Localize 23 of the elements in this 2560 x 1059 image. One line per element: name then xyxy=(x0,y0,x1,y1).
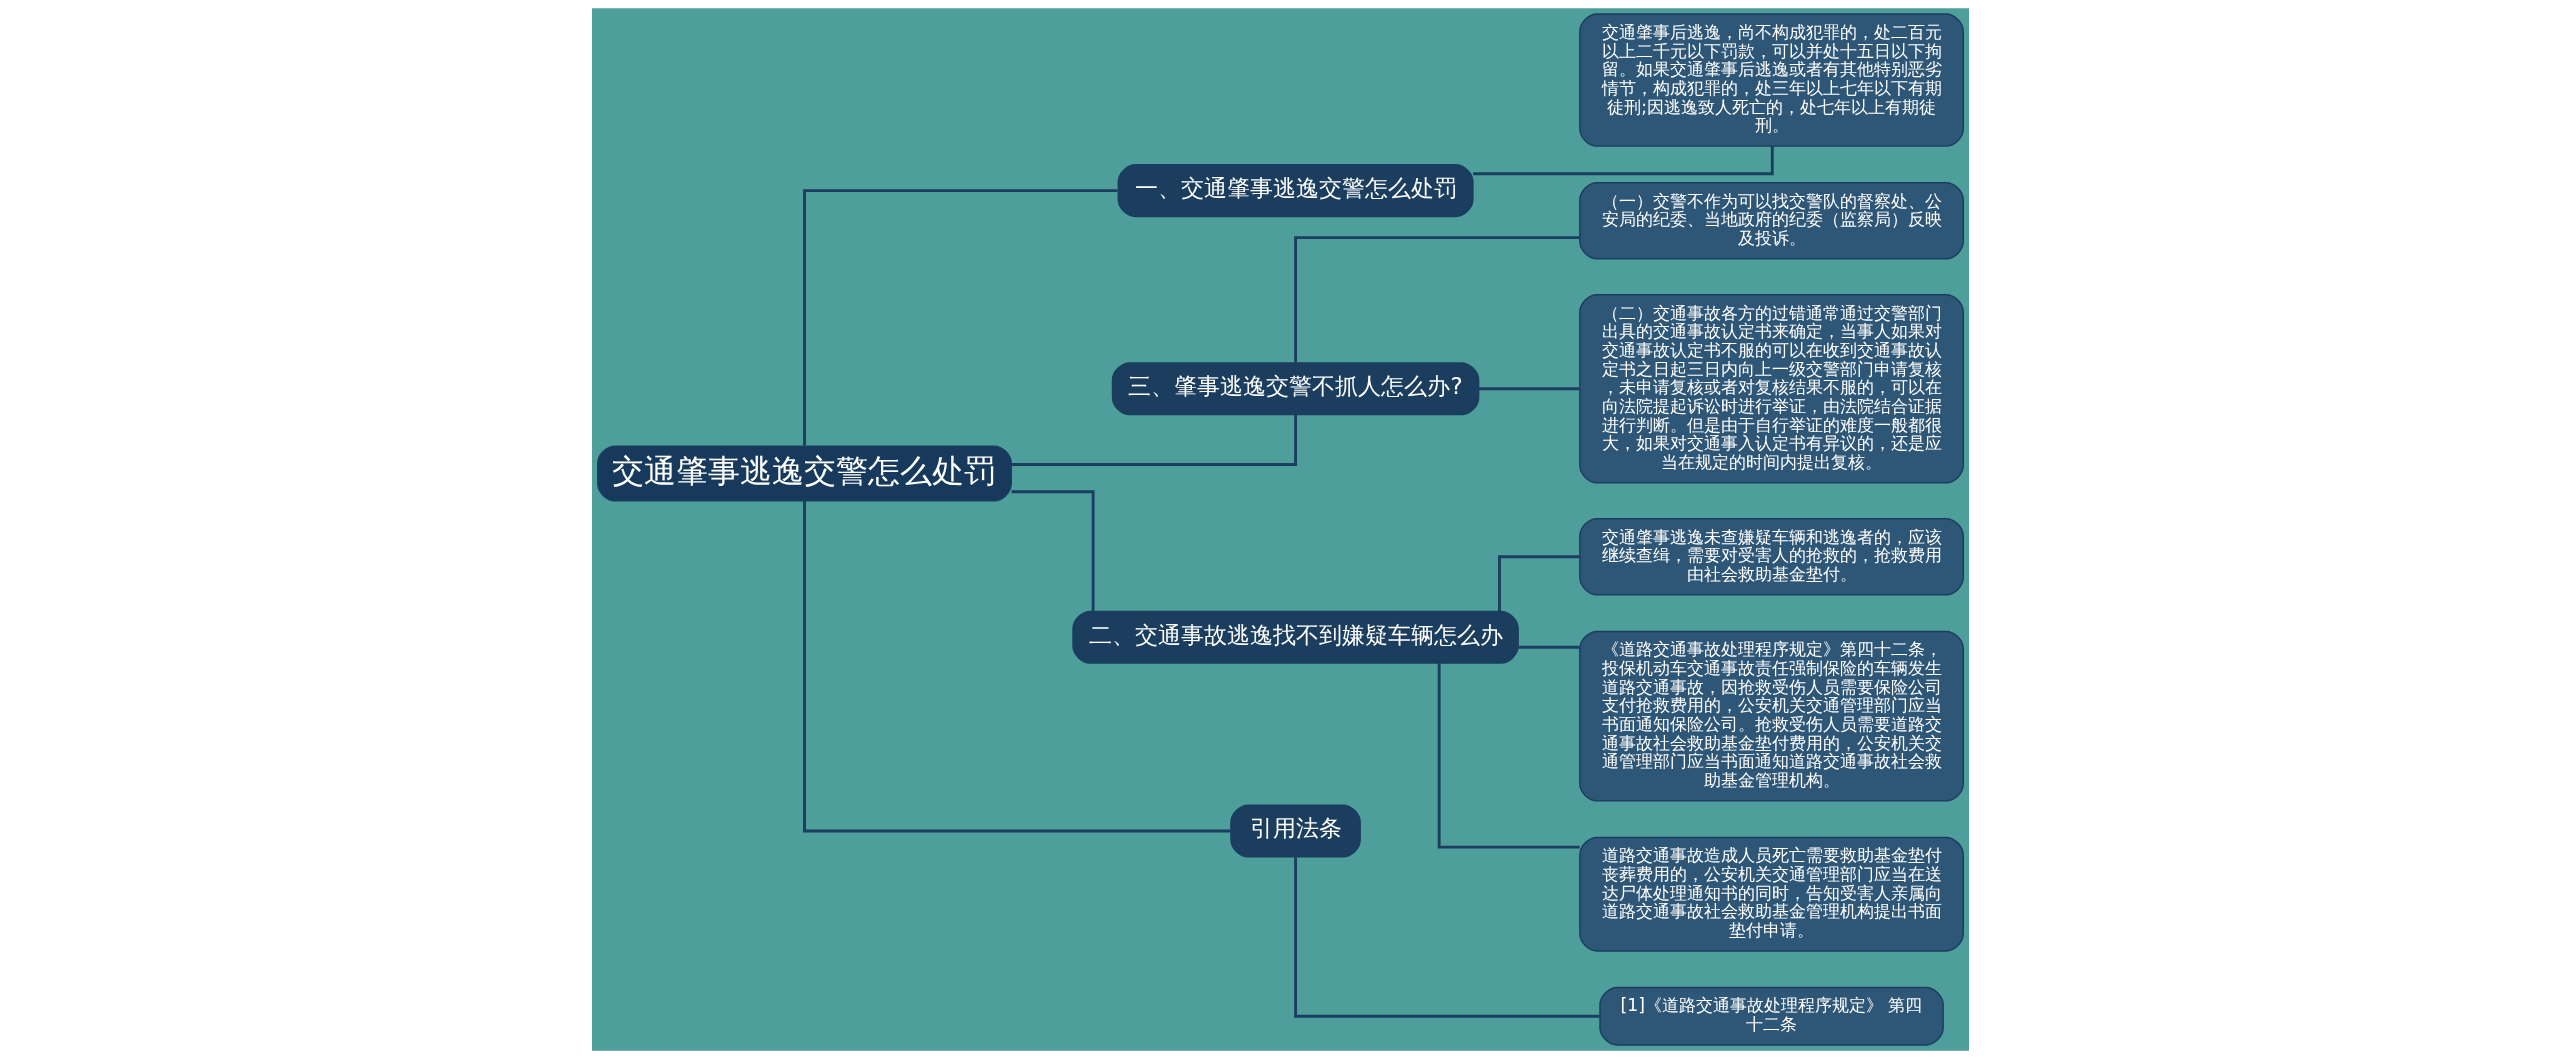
node-box: 二、交通事故逃逸找不到嫌疑车辆怎么办 xyxy=(1071,610,1519,664)
node-box: 引用法条 xyxy=(1229,804,1361,858)
connector xyxy=(802,500,1231,833)
connector xyxy=(1478,387,1580,391)
node-box: 一、交通肇事逃逸交警怎么处罚 xyxy=(1117,164,1474,218)
node-box: 《道路交通事故处理程序规定》第四十二条，投保机动车交通事故责任强制保险的车辆发生道路交通事故，因抢救受伤人员需要保险公司支付抢救费用的，公安机关交通管理部门应当书面通知保险公司。抢救受伤人员需要道路交通事故社会救助基金垫付费用的，公安机关交通管理部门应当书面通知道路交通事故社会救助基金管理机构。 xyxy=(1578,630,1964,802)
connector xyxy=(1293,236,1579,363)
node-box: [1]《道路交通事故处理程序规定》 第四十二条 xyxy=(1598,986,1944,1046)
node-box: 道路交通事故造成人员死亡需要救助基金垫付丧葬费用的，公安机关交通管理部门应当在送达尸体处理通知书的同时，告知受害人亲属向道路交通事故社会救助基金管理机构提出书面垫付申请。 xyxy=(1578,836,1964,952)
connector xyxy=(1517,645,1580,649)
node-box: （一）交警不作为可以找交警队的督察处、公安局的纪委、当地政府的纪委（监察局）反映及投诉。 xyxy=(1578,182,1964,260)
node-box: 三、肇事逃逸交警不抓人怎么办? xyxy=(1111,362,1479,416)
node-box: 交通肇事逃逸未查嫌疑车辆和逃逸者的，应该继续查缉，需要对受害人的抢救的，抢救费用由社会救助基金垫付。 xyxy=(1578,518,1964,596)
node-box: 交通肇事逃逸交警怎么处罚 xyxy=(596,445,1012,502)
connector xyxy=(1011,490,1095,612)
node-box: （二）交通事故各方的过错通常通过交警部门出具的交通事故认定书来确定，当事人如果对交通事故认定书不服的可以在收到交通事故认定书之日起三日内向上一级交警部门申请复核，未申请复核或者对复核结果不服的，可以在向法院提起诉讼时进行举证，由法院结合证据进行判断。但是由于自行举证的难度一般都很大，如果对交通事入认定书有异议的，还是应当在规定的时间内提出复核。 xyxy=(1578,294,1964,484)
connector xyxy=(1293,857,1600,1018)
connector xyxy=(1472,146,1774,176)
node-box: 交通肇事后逃逸，尚不构成犯罪的，处二百元以上二千元以下罚款，可以并处十五日以下拘留。如果交通肇事后逃逸或者有其他特别恶劣情节，构成犯罪的，处三年以上七年以下有期徒刑;因逃逸致人死亡的，处七年以上有期徒刑。 xyxy=(1578,13,1964,147)
connector xyxy=(1437,663,1580,849)
connector xyxy=(1010,414,1297,466)
connector xyxy=(802,189,1118,446)
connector xyxy=(1497,555,1580,612)
